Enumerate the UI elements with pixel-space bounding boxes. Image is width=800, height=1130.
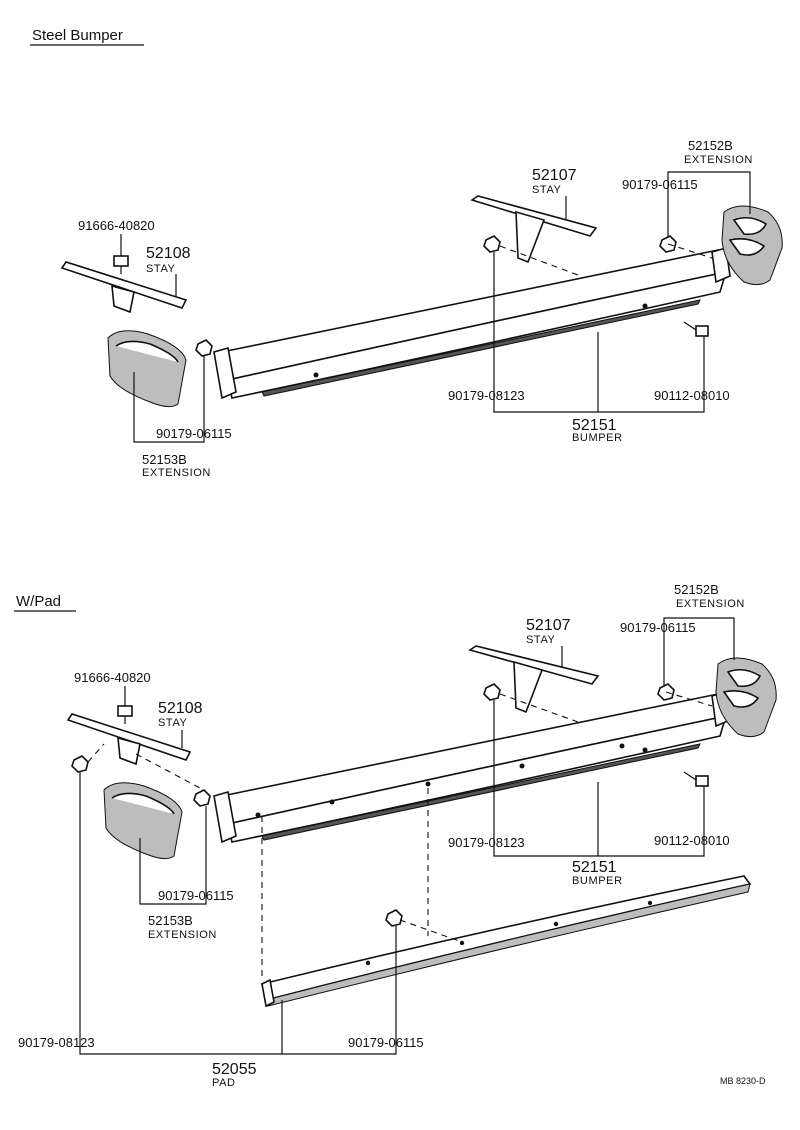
label-bumper-no: 52151 bbox=[572, 859, 617, 876]
label-stay-left-no: 52108 bbox=[158, 700, 203, 717]
label-ext-left-no: 52153B bbox=[142, 452, 187, 467]
leader-line bbox=[493, 700, 705, 857]
nut-center-drawing bbox=[483, 235, 501, 253]
right-stay-drawing bbox=[468, 645, 600, 714]
dashed-line bbox=[667, 243, 713, 259]
right-extension-drawing bbox=[715, 657, 777, 738]
leader-line bbox=[133, 356, 205, 443]
left-stay-drawing bbox=[60, 261, 188, 314]
label-nut-center: 90179-08123 bbox=[448, 835, 525, 850]
dashed-line bbox=[499, 245, 579, 276]
label-nut-left: 90179-06115 bbox=[158, 888, 234, 903]
label-stay-left-no: 52108 bbox=[146, 245, 191, 262]
left-extension-drawing bbox=[107, 330, 187, 408]
bumper-bar-drawing bbox=[213, 690, 731, 844]
label-stay-right-name: STAY bbox=[532, 184, 562, 196]
bolt-drawing bbox=[117, 705, 133, 724]
label-bolt: 91666-40820 bbox=[78, 218, 155, 233]
section-title: W/Pad bbox=[16, 593, 61, 610]
nut-pad-drawing bbox=[385, 909, 403, 927]
label-ext-left-name: EXTENSION bbox=[142, 467, 211, 479]
dashed-line bbox=[399, 919, 463, 943]
bolt-right-drawing bbox=[683, 321, 709, 337]
label-bolt-right: 90112-08010 bbox=[654, 388, 730, 403]
label-stay-right-name: STAY bbox=[526, 634, 556, 646]
bolt-drawing bbox=[113, 255, 129, 274]
label-pad-name: PAD bbox=[212, 1077, 236, 1089]
nut-far-left-drawing bbox=[71, 755, 89, 773]
nut-left-drawing bbox=[193, 789, 211, 807]
section-steel-bumper: Steel Bumper bbox=[30, 27, 783, 479]
leader-line bbox=[663, 617, 735, 686]
left-extension-drawing bbox=[103, 782, 183, 860]
leader-line bbox=[139, 806, 207, 905]
label-bolt: 91666-40820 bbox=[74, 670, 151, 685]
section-w-pad: W/Pad bbox=[14, 582, 777, 1089]
nut-center-drawing bbox=[483, 683, 501, 701]
label-ext-right-name: EXTENSION bbox=[684, 154, 753, 166]
left-stay-drawing bbox=[66, 713, 192, 766]
label-nut-right: 90179-06115 bbox=[622, 177, 698, 192]
leader-line bbox=[493, 252, 705, 413]
right-extension-drawing bbox=[721, 205, 783, 286]
label-nut-far-left: 90179-08123 bbox=[18, 1035, 95, 1050]
label-bolt-right: 90112-08010 bbox=[654, 833, 730, 848]
dashed-line bbox=[665, 691, 713, 707]
label-nut-left: 90179-06115 bbox=[156, 426, 232, 441]
leader-line bbox=[667, 171, 751, 238]
label-stay-right-no: 52107 bbox=[532, 167, 577, 184]
label-nut-pad: 90179-06115 bbox=[348, 1035, 424, 1050]
label-ext-right-no: 52152B bbox=[688, 138, 733, 153]
leader-line bbox=[79, 772, 397, 1055]
label-nut-center: 90179-08123 bbox=[448, 388, 525, 403]
diagram-code: MB 8230-D bbox=[720, 1076, 766, 1086]
label-stay-left-name: STAY bbox=[146, 263, 176, 275]
label-bumper-name: BUMPER bbox=[572, 432, 623, 444]
label-ext-left-name: EXTENSION bbox=[148, 929, 217, 941]
label-pad-no: 52055 bbox=[212, 1061, 257, 1078]
pad-drawing bbox=[261, 875, 752, 1008]
label-bumper-name: BUMPER bbox=[572, 875, 623, 887]
dashed-line bbox=[87, 743, 105, 763]
dashed-line bbox=[135, 753, 201, 789]
label-ext-right-name: EXTENSION bbox=[676, 598, 745, 610]
label-ext-left-no: 52153B bbox=[148, 913, 193, 928]
section-title: Steel Bumper bbox=[32, 27, 123, 44]
bumper-bar-drawing bbox=[213, 246, 731, 400]
bolt-right-drawing bbox=[683, 771, 709, 787]
label-stay-left-name: STAY bbox=[158, 717, 188, 729]
label-stay-right-no: 52107 bbox=[526, 617, 571, 634]
dashed-line bbox=[499, 693, 579, 723]
label-ext-right-no: 52152B bbox=[674, 582, 719, 597]
label-nut-right: 90179-06115 bbox=[620, 620, 696, 635]
nut-left-drawing bbox=[195, 339, 213, 357]
label-bumper-no: 52151 bbox=[572, 417, 617, 434]
right-stay-drawing bbox=[470, 195, 598, 264]
